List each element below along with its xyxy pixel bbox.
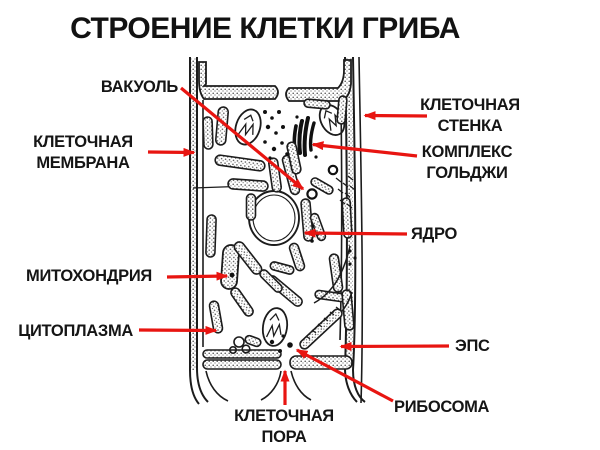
vacuole-circle — [306, 188, 318, 200]
page-title: СТРОЕНИЕ КЛЕТКИ ГРИБА — [70, 12, 460, 45]
label-cytoplasm: ЦИТОПЛАЗМА — [18, 322, 133, 340]
label-vacuole: ВАКУОЛЬ — [100, 78, 178, 96]
label-cell-pore: КЛЕТОЧНАЯ ПОРА — [234, 407, 334, 446]
top-septum — [198, 59, 352, 102]
arrow-mitochondria — [166, 271, 229, 281]
wall-stipple-ticks — [335, 175, 356, 209]
label-nucleus: ЯДРО — [411, 225, 458, 243]
mitochondrion-bottom — [261, 307, 289, 347]
bottom-septum — [202, 349, 353, 402]
arrow-golgi — [311, 141, 418, 158]
arrow-eps — [339, 341, 450, 351]
label-cell-wall: КЛЕТОЧНАЯ СТЕНКА — [420, 96, 520, 135]
pointer-arrows — [138, 86, 450, 405]
label-golgi-complex: КОМПЛЕКС ГОЛЬДЖИ — [421, 143, 513, 182]
mitochondrion-top-left — [234, 108, 262, 146]
nucleus — [248, 190, 300, 246]
arrow-cell-wall — [363, 111, 428, 121]
label-ribosome: РИБОСОМА — [394, 398, 490, 416]
arrow-ribosome — [295, 348, 394, 403]
arrow-cytoplasm — [138, 325, 218, 335]
label-mitochondria: МИТОХОНДРИЯ — [26, 267, 152, 285]
vesicle-circle — [327, 164, 339, 176]
arrow-cell-membrane — [147, 147, 196, 157]
label-cell-membrane: КЛЕТОЧНАЯ МЕМБРАНА — [33, 133, 133, 172]
label-eps: ЭПС — [455, 337, 490, 355]
eps-strand — [299, 306, 343, 350]
ribosome-dots — [263, 110, 357, 353]
arrow-nucleus — [303, 228, 408, 238]
arrow-vacuole — [179, 86, 305, 191]
golgi-apparatus — [292, 115, 318, 159]
